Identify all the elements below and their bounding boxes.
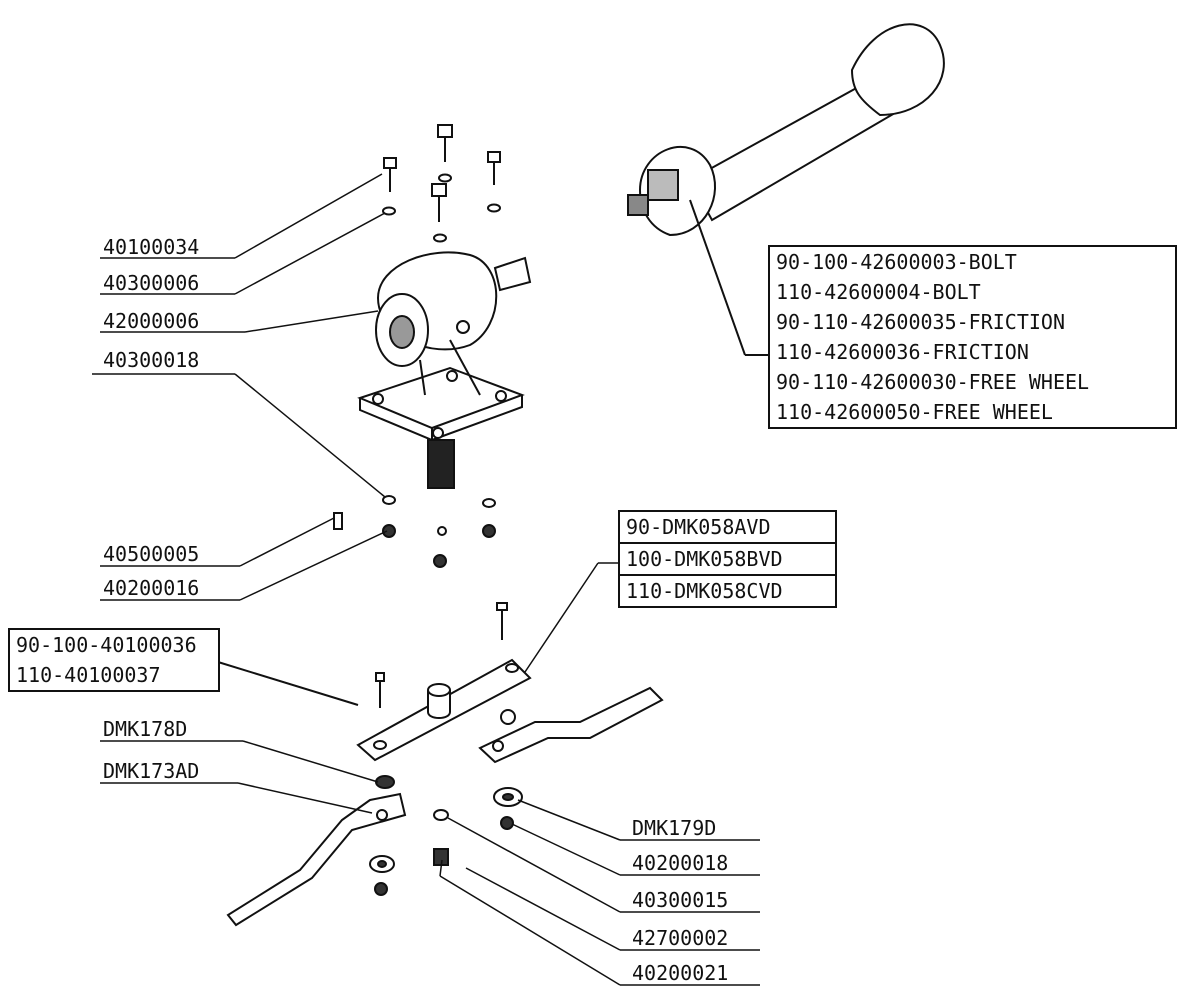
label-40500005: 40500005 xyxy=(103,542,200,566)
label-40100034: 40100034 xyxy=(103,235,200,259)
blade-left-drawing xyxy=(226,792,407,927)
pto-part-row: 90-110-42600030-FREE WHEEL xyxy=(776,370,1090,394)
label-42700002: 42700002 xyxy=(632,926,729,950)
pto-part-row: 110-42600004-BOLT xyxy=(776,280,981,304)
blade-bolt-part-row: 90-100-40100036 xyxy=(16,633,197,657)
lower-hardware-drawing xyxy=(369,775,523,896)
pto-part-row: 90-100-42600003-BOLT xyxy=(776,250,1017,274)
label-dmk179d: DMK179D xyxy=(632,816,717,840)
blade-holder-part-row: 90-DMK058AVD xyxy=(626,515,771,539)
pto-part-row: 110-42600050-FREE WHEEL xyxy=(776,400,1053,424)
label-40200021: 40200021 xyxy=(632,961,729,985)
label-40300006: 40300006 xyxy=(103,271,200,295)
blade-holder-drawing xyxy=(217,602,532,762)
label-40200018: 40200018 xyxy=(632,851,729,875)
blade-bolt-part-row: 110-40100037 xyxy=(16,663,161,687)
pto-part-row: 110-42600036-FRICTION xyxy=(776,340,1029,364)
blade-right-drawing xyxy=(478,686,664,764)
top-bolts-drawing xyxy=(382,124,501,243)
blade-holder-part-row: 110-DMK058CVD xyxy=(620,574,835,606)
label-dmk178d: DMK178D xyxy=(103,717,188,741)
pto-part-row: 90-110-42600035-FRICTION xyxy=(776,310,1065,334)
blade-holder-parts-box: 90-DMK058AVD 100-DMK058BVD 110-DMK058CVD xyxy=(618,510,837,608)
gearbox-drawing xyxy=(357,251,532,489)
label-40200016: 40200016 xyxy=(103,576,200,600)
blade-holder-part-row: 100-DMK058BVD xyxy=(620,542,835,574)
label-dmk173ad: DMK173AD xyxy=(103,759,200,783)
leader-lines xyxy=(92,173,760,986)
pto-shaft-drawing xyxy=(627,23,945,356)
blade-bolt-parts-box: 90-100-40100036 110-40100037 xyxy=(8,628,220,692)
label-40300018: 40300018 xyxy=(103,348,200,372)
label-40300015: 40300015 xyxy=(632,888,729,912)
middle-hardware-drawing xyxy=(333,495,496,568)
pto-shaft-parts-box: 90-100-42600003-BOLT 110-42600004-BOLT 9… xyxy=(768,245,1177,429)
label-42000006: 42000006 xyxy=(103,309,200,333)
